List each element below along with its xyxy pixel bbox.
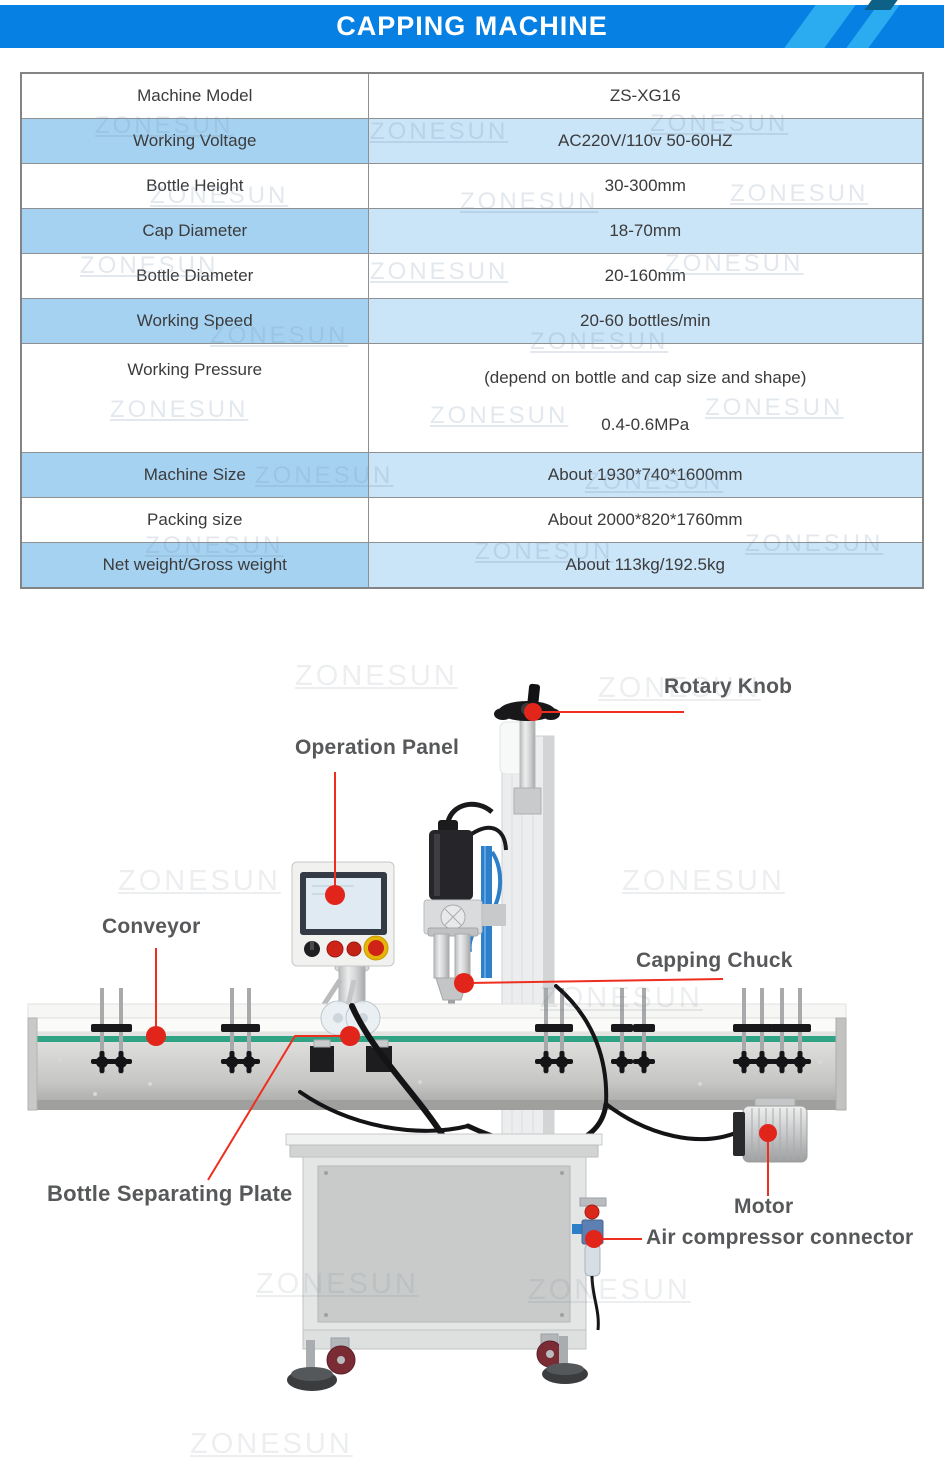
guide-post bbox=[733, 988, 755, 1074]
feet-casters bbox=[287, 1333, 588, 1391]
spec-value: 20-160mm bbox=[367, 253, 924, 299]
guide-post bbox=[535, 988, 557, 1074]
spec-value: ZS-XG16 bbox=[367, 72, 924, 119]
spec-value: 18-70mm bbox=[367, 208, 924, 254]
label-bottle-separating-plate: Bottle Separating Plate bbox=[47, 1181, 293, 1206]
guide-post bbox=[633, 988, 655, 1074]
bottle-separating-plate-line bbox=[207, 1035, 348, 1181]
operation-panel-dot bbox=[325, 885, 345, 905]
spec-label: Cap Diameter bbox=[20, 208, 369, 254]
spec-label: Working Speed bbox=[20, 298, 369, 344]
cabinet bbox=[285, 1133, 603, 1350]
spec-value: About 2000*820*1760mm bbox=[367, 497, 924, 543]
spec-label: Machine Size bbox=[20, 452, 369, 498]
spec-value: (depend on bottle and cap size and shape… bbox=[367, 343, 924, 453]
label-conveyor: Conveyor bbox=[102, 915, 201, 938]
label-motor: Motor bbox=[734, 1195, 794, 1218]
guide-post bbox=[238, 988, 260, 1074]
spec-row: Working Pressure (depend on bottle and ca… bbox=[20, 343, 924, 453]
spec-label: Working Voltage bbox=[20, 118, 369, 164]
spec-label: Packing size bbox=[20, 497, 369, 543]
label-air-compressor-connector: Air compressor connector bbox=[646, 1226, 914, 1249]
label-operation-panel: Operation Panel bbox=[295, 736, 460, 759]
header-banner: CAPPING MACHINE bbox=[0, 5, 944, 48]
machine-illustration bbox=[27, 683, 847, 1391]
guide-post bbox=[221, 988, 243, 1074]
guide-post bbox=[789, 988, 811, 1074]
spec-value-line: (depend on bottle and cap size and shape… bbox=[484, 368, 807, 387]
spec-label: Bottle Diameter bbox=[20, 253, 369, 299]
annotations bbox=[155, 711, 769, 1240]
guide-rail-posts bbox=[91, 988, 811, 1074]
guide-post bbox=[91, 988, 113, 1074]
rotary-knob-part bbox=[494, 683, 560, 815]
capping-head bbox=[423, 801, 508, 1014]
rotary-knob-dot bbox=[524, 703, 542, 721]
annotation-dots bbox=[146, 703, 777, 1248]
guide-post bbox=[551, 988, 573, 1074]
label-capping-chuck: Capping Chuck bbox=[636, 949, 793, 972]
spec-value: 30-300mm bbox=[367, 163, 924, 209]
guide-post bbox=[771, 988, 793, 1074]
conveyor-back-rail bbox=[27, 1003, 847, 1019]
spec-value: AC220V/110v 50-60HZ bbox=[367, 118, 924, 164]
spec-label: Bottle Height bbox=[20, 163, 369, 209]
spec-value: About 1930*740*1600mm bbox=[367, 452, 924, 498]
air-compressor-dot bbox=[585, 1230, 603, 1248]
spec-label: Machine Model bbox=[20, 72, 369, 119]
capping-chuck-dot bbox=[454, 973, 474, 993]
spec-value: About 113kg/192.5kg bbox=[367, 542, 924, 589]
guide-post bbox=[611, 988, 633, 1074]
spec-label: Working Pressure bbox=[20, 343, 369, 453]
capping-chuck-line bbox=[467, 978, 724, 984]
spec-value-line: 0.4-0.6MPa bbox=[601, 415, 690, 434]
guide-post bbox=[751, 988, 773, 1074]
bottle-separating-plate-dot bbox=[340, 1026, 360, 1046]
page-title: CAPPING MACHINE bbox=[336, 11, 608, 41]
spec-value: 20-60 bottles/min bbox=[367, 298, 924, 344]
conveyor-dot bbox=[146, 1026, 166, 1046]
label-rotary-knob: Rotary Knob bbox=[664, 675, 793, 698]
guide-post bbox=[110, 988, 132, 1074]
spec-label: Net weight/Gross weight bbox=[20, 542, 369, 589]
motor-dot bbox=[759, 1124, 777, 1142]
